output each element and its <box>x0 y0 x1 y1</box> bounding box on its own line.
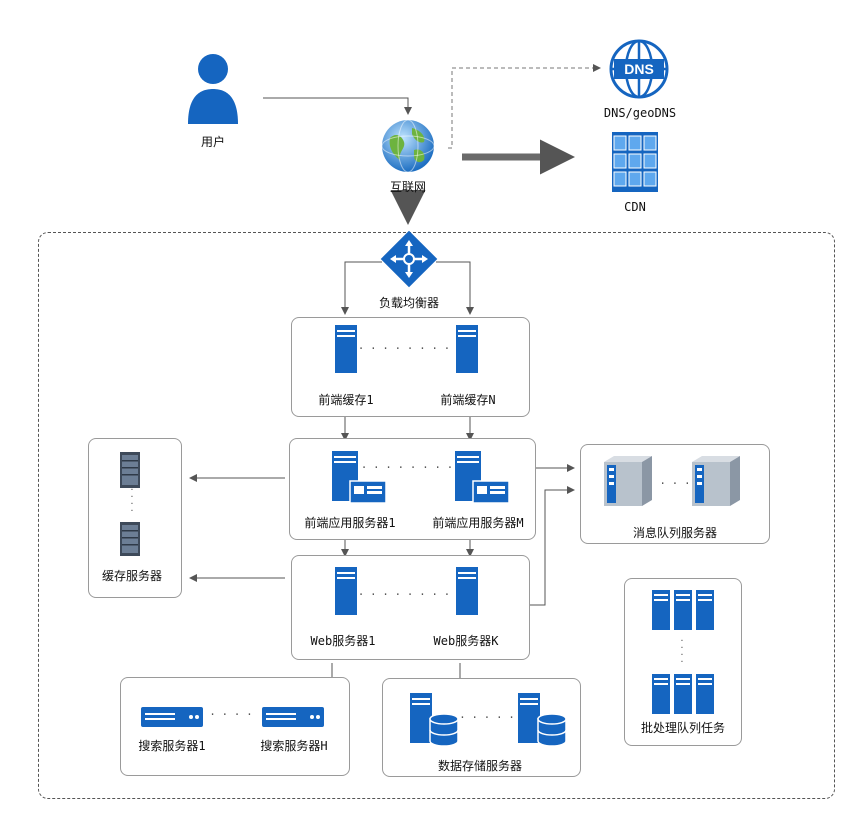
front-cache-n-node <box>456 325 478 373</box>
cache-server-bottom-node <box>120 522 140 556</box>
web-server-1-node <box>335 567 357 615</box>
cache-server-label: 缓存服务器 <box>101 569 163 583</box>
cache-group-box <box>291 317 530 417</box>
internet-node <box>380 118 436 174</box>
front-cache-n-label: 前端缓存N <box>440 393 496 407</box>
server-icon <box>120 452 140 488</box>
dns-icon-text: DNS <box>624 61 654 77</box>
front-app-m-node <box>453 451 510 504</box>
front-app-m-label: 前端应用服务器M <box>432 516 524 530</box>
load-balancer-label: 负载均衡器 <box>378 296 440 310</box>
edge-web-mq <box>530 486 575 606</box>
datacenter-boundary <box>38 232 835 799</box>
search-server-1-label: 搜索服务器1 <box>138 739 206 753</box>
web-ellipsis: · · · · · · · · <box>359 588 451 603</box>
user-icon <box>188 54 238 124</box>
tower-server-icon <box>604 456 652 506</box>
load-balancer-icon <box>380 230 438 288</box>
front-app-1-node <box>330 451 387 504</box>
user-label: 用户 <box>200 135 226 149</box>
rack-server-icon <box>262 707 324 727</box>
dns-globe-icon: DNS <box>609 39 669 99</box>
server-icon <box>456 567 478 615</box>
globe-icon <box>381 119 435 173</box>
server-cluster-icon <box>652 590 714 630</box>
user-node <box>186 52 240 124</box>
search-server-1-node <box>141 707 203 727</box>
cdn-label: CDN <box>624 200 646 214</box>
server-icon <box>120 522 140 556</box>
search-ellipsis: · · · · <box>210 708 254 723</box>
front-cache-1-label: 前端缓存1 <box>318 393 374 407</box>
server-icon <box>335 325 357 373</box>
cdn-node <box>612 132 658 192</box>
cache-server-ellipsis: ···· <box>130 485 136 517</box>
storage-label: 数据存储服务器 <box>437 759 523 773</box>
storage-server-1-node <box>410 693 462 747</box>
front-app-1-label: 前端应用服务器1 <box>304 516 396 530</box>
server-cluster-icon <box>652 674 714 714</box>
batch-servers-top-node <box>652 590 714 630</box>
cdn-storage-icon <box>612 132 658 192</box>
web-server-k-node <box>456 567 478 615</box>
edge-lb-cacheN <box>436 261 474 315</box>
storage-ellipsis: · · · · · <box>460 711 516 726</box>
dns-label: DNS/geoDNS <box>603 106 677 120</box>
edge-internet-dns <box>448 64 601 149</box>
database-server-icon <box>518 693 567 747</box>
search-server-h-node <box>262 707 324 727</box>
internet-label: 互联网 <box>389 180 427 194</box>
web-server-k-label: Web服务器K <box>433 634 499 648</box>
mq-server-2-node <box>692 456 740 506</box>
app-server-icon <box>332 451 387 504</box>
app-ellipsis: · · · · · · · · <box>362 461 454 476</box>
server-icon <box>335 567 357 615</box>
edge-user-internet <box>263 97 412 115</box>
rack-server-icon <box>141 707 203 727</box>
web-group-box <box>291 555 530 660</box>
server-icon <box>456 325 478 373</box>
batch-servers-bottom-node <box>652 674 714 714</box>
cache-ellipsis: · · · · · · · · <box>359 342 451 357</box>
tower-server-icon <box>692 456 740 506</box>
batch-ellipsis: ···· <box>680 636 686 668</box>
mq-ellipsis: · · · <box>660 477 692 492</box>
database-server-icon <box>410 693 459 747</box>
search-server-h-label: 搜索服务器H <box>260 739 328 753</box>
front-cache-1-node <box>335 325 357 373</box>
storage-server-2-node <box>518 693 570 747</box>
mq-server-1-node <box>604 456 652 506</box>
web-server-1-label: Web服务器1 <box>310 634 376 648</box>
edge-lb-cache1 <box>341 261 382 315</box>
cache-server-top-node <box>120 452 140 488</box>
batch-label: 批处理队列任务 <box>640 721 726 735</box>
app-server-icon <box>455 451 510 504</box>
mq-label: 消息队列服务器 <box>632 526 718 540</box>
load-balancer-node <box>380 230 438 288</box>
dns-node: DNS <box>608 38 670 100</box>
